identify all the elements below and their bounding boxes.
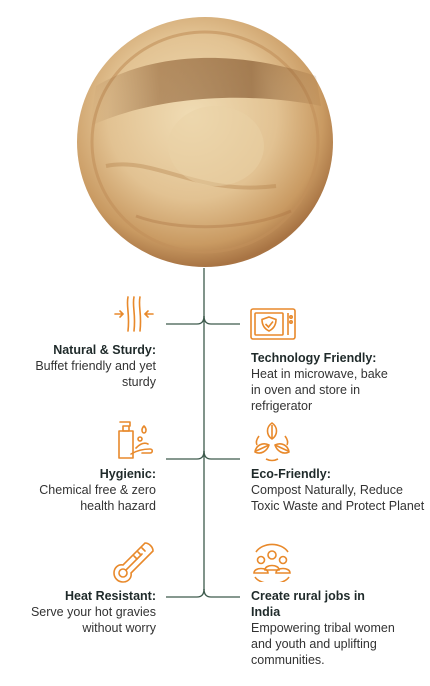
leaf-cycle-icon — [254, 422, 290, 462]
feature-description: Compost Naturally, Reduce Toxic Waste an… — [251, 483, 425, 513]
feature-heat-resistant: Heat Resistant: Serve your hot gravies w… — [12, 588, 156, 636]
handwash-icon — [118, 421, 154, 459]
palm-leaf-plate-image — [77, 17, 333, 267]
feature-description: Empowering tribal women and youth and up… — [251, 621, 395, 667]
feature-description: Chemical free & zero health hazard — [39, 483, 156, 513]
microwave-icon — [250, 308, 296, 340]
feature-technology-friendly: Technology Friendly: Heat in microwave, … — [251, 350, 411, 414]
feature-title: Hygienic: — [99, 467, 156, 481]
feature-description: Buffet friendly and yet sturdy — [35, 359, 156, 389]
compress-arrows-icon — [114, 296, 154, 332]
feature-title: Natural & Sturdy: — [53, 343, 156, 357]
thermometer-icon — [113, 542, 154, 583]
community-icon — [253, 543, 291, 582]
feature-description: Heat in microwave, bake in oven and stor… — [251, 367, 388, 413]
feature-eco-friendly: Eco-Friendly: Compost Naturally, Reduce … — [251, 466, 426, 514]
feature-title: Eco-Friendly: — [251, 467, 331, 481]
feature-title: Create rural jobs in India — [251, 589, 365, 619]
feature-natural-sturdy: Natural & Sturdy: Buffet friendly and ye… — [10, 342, 156, 390]
feature-rural-jobs: Create rural jobs in India Empowering tr… — [251, 588, 411, 668]
feature-description: Serve your hot gravies without worry — [30, 605, 156, 635]
feature-title: Technology Friendly: — [251, 351, 377, 365]
feature-hygienic: Hygienic: Chemical free & zero health ha… — [14, 466, 156, 514]
feature-title: Heat Resistant: — [65, 589, 156, 603]
